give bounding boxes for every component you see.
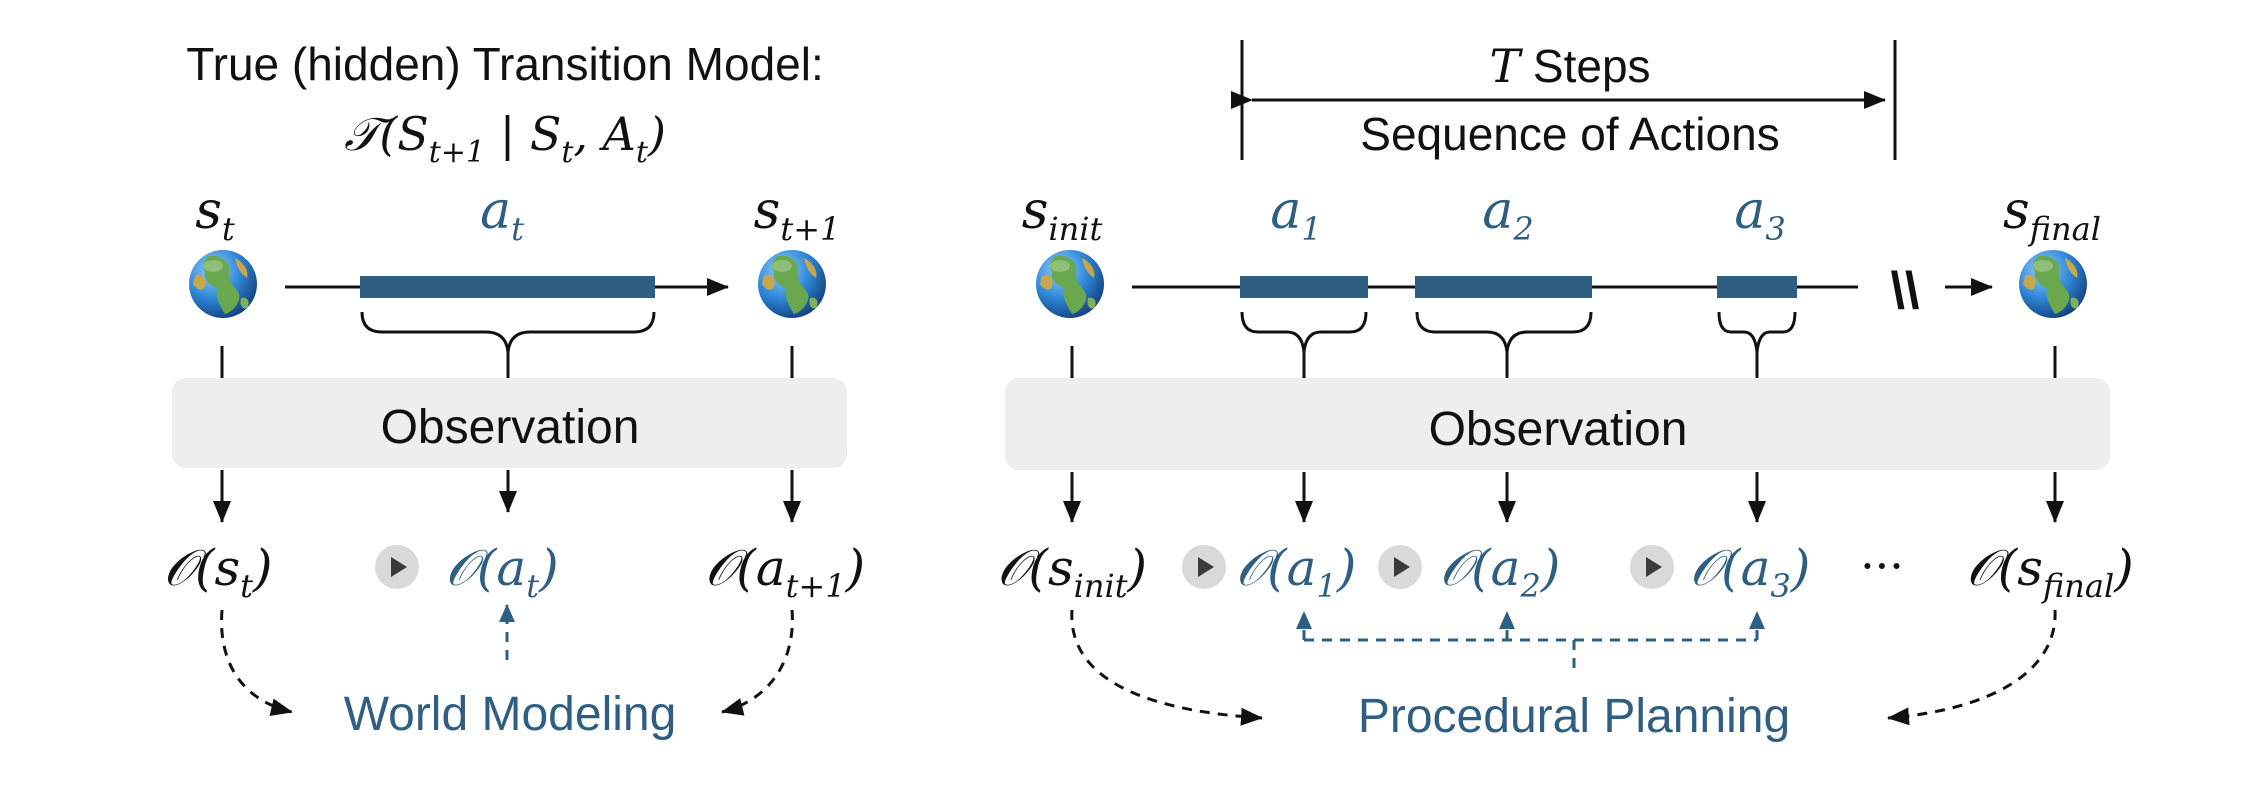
left-action-bar bbox=[360, 276, 655, 298]
left-observation-label: Observation bbox=[381, 401, 640, 454]
left-panel: True (hidden) Transition Model: 𝒯(St+1 |… bbox=[163, 38, 865, 741]
right-action-label-2: a2 bbox=[1482, 181, 1533, 248]
right-obs-action-1: 𝒪(a1) bbox=[1236, 539, 1357, 605]
right-obs-ellipsis: ··· bbox=[1860, 539, 1904, 593]
left-title-line1: True (hidden) Transition Model: bbox=[186, 38, 824, 90]
globe-icon bbox=[758, 250, 826, 318]
right-obs-action-3: 𝒪(a3) bbox=[1690, 539, 1811, 605]
left-obs-action: 𝒪(at) bbox=[445, 539, 558, 605]
right-action-bar-3 bbox=[1717, 276, 1797, 298]
right-observation-label: Observation bbox=[1429, 403, 1688, 456]
right-obs-state-end: 𝒪(sfinal) bbox=[1966, 539, 2133, 605]
right-task-label: Procedural Planning bbox=[1358, 690, 1790, 743]
globe-icon bbox=[189, 250, 257, 318]
left-dashed-arrow-end bbox=[721, 609, 794, 716]
play-icon bbox=[1378, 545, 1422, 589]
play-icon bbox=[1630, 545, 1674, 589]
play-icon bbox=[1182, 545, 1226, 589]
right-observation-box bbox=[1005, 378, 2110, 470]
play-icon bbox=[375, 545, 419, 589]
left-dashed-arrow-start bbox=[220, 609, 293, 717]
right-action-brace-2 bbox=[1415, 311, 1593, 353]
left-obs-state-start: 𝒪(st) bbox=[163, 539, 272, 605]
right-panel: T Steps Sequence of Actions sinit a1 a2 … bbox=[997, 39, 2134, 743]
globe-icon bbox=[2019, 250, 2087, 318]
right-obs-action-2: 𝒪(a2) bbox=[1440, 539, 1561, 605]
right-state-start-label: sinit bbox=[1022, 181, 1103, 248]
right-action-bar-1 bbox=[1240, 276, 1368, 298]
left-action-label: at bbox=[480, 181, 524, 248]
steps-label: T Steps bbox=[1489, 39, 1650, 93]
left-action-brace bbox=[360, 311, 656, 353]
left-observation-box bbox=[172, 378, 847, 468]
right-obs-state-start: 𝒪(sinit) bbox=[997, 539, 1147, 605]
right-action-brace-1 bbox=[1240, 311, 1368, 353]
left-state-start-label: st bbox=[195, 181, 235, 248]
right-action-label-3: a3 bbox=[1734, 181, 1785, 248]
right-dashed-arrow-end bbox=[1887, 609, 2057, 726]
left-task-label: World Modeling bbox=[344, 688, 677, 741]
timeline-break-mark: \\ bbox=[1891, 262, 1920, 320]
right-dashed-arrow-start bbox=[1070, 609, 1263, 726]
right-action-label-1: a1 bbox=[1270, 181, 1321, 248]
right-state-end-label: sfinal bbox=[2003, 181, 2101, 248]
left-obs-state-end: 𝒪(at+1) bbox=[705, 539, 865, 605]
sequence-label: Sequence of Actions bbox=[1360, 108, 1779, 160]
left-state-end-label: st+1 bbox=[754, 181, 841, 248]
globe-icon bbox=[1036, 250, 1104, 318]
left-title-line2: 𝒯(St+1 | St, At) bbox=[344, 107, 666, 170]
right-action-brace-3 bbox=[1717, 311, 1797, 353]
right-action-bar-2 bbox=[1415, 276, 1592, 298]
